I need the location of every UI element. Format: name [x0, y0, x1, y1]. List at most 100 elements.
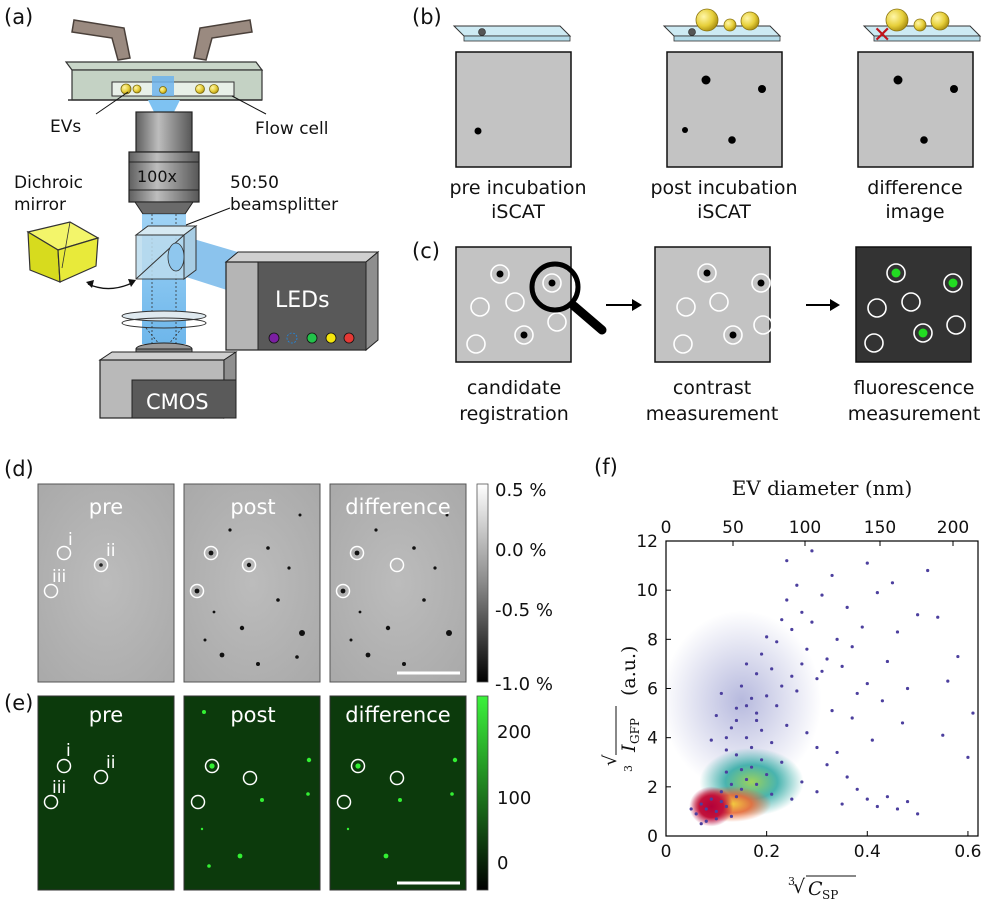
panel-f-label: (f)	[594, 455, 618, 479]
caption-c2-line1: contrast	[673, 377, 751, 399]
scatter-point	[805, 731, 809, 735]
beamsplitter-label-2: beamsplitter	[230, 195, 338, 215]
flow-cell	[64, 61, 264, 101]
led-box	[224, 250, 380, 352]
scatter-point	[790, 674, 794, 678]
top-tick-label: 0	[661, 518, 672, 538]
caption-c3-line1: fluorescence	[854, 377, 975, 399]
svg-text:√: √	[600, 754, 621, 766]
panel-a: (a) EVs Flow cell	[4, 5, 380, 419]
scatter-point	[754, 718, 759, 723]
y-tick-label: 6	[647, 680, 658, 700]
e-roi-iii: iii	[52, 778, 66, 798]
e-tick-2: 0	[497, 853, 508, 874]
scatter-point	[744, 777, 749, 782]
beamsplitter-cube	[134, 225, 198, 280]
arrow-icon	[806, 299, 840, 311]
panel-e-label: (e)	[4, 691, 33, 715]
panel-c: (c)	[412, 239, 980, 425]
scatter-point	[825, 657, 829, 661]
scatter-point	[729, 726, 734, 730]
scatter-point	[765, 635, 769, 639]
scatter-point	[785, 723, 789, 727]
fluorescence-measurement-image	[855, 246, 972, 363]
scatter-point	[749, 765, 754, 769]
e-post-title: post	[230, 703, 275, 727]
slide-difference: ✕	[862, 8, 982, 48]
scatter-point	[825, 763, 829, 767]
scatter-point	[835, 637, 839, 641]
scatter-point	[895, 807, 900, 811]
scatter-point	[916, 613, 920, 617]
scatter-point	[790, 797, 794, 801]
swap-arrow	[87, 281, 135, 290]
beamsplitter-label-1: 50:50	[230, 173, 279, 193]
scatter-point	[785, 559, 789, 563]
scatter-point	[760, 728, 764, 732]
scatter-point	[699, 802, 703, 806]
scatter-point	[865, 561, 869, 565]
scatter-point	[709, 738, 713, 742]
scatter-point	[815, 677, 819, 681]
svg-text:3: 3	[788, 875, 795, 888]
scatter-point	[850, 716, 854, 720]
top-axis-label: EV diameter (nm)	[732, 476, 913, 500]
svg-text:3: 3	[622, 765, 635, 772]
iscat-difference-image	[329, 483, 467, 683]
iscat-pre-image	[37, 483, 175, 683]
post-incubation-image	[666, 51, 783, 168]
scatter-point	[739, 787, 744, 791]
caption-c3-line2: measurement	[848, 403, 981, 425]
scatter-point	[734, 795, 739, 799]
svg-text:(a.u.): (a.u.)	[618, 646, 640, 696]
scatter-point	[810, 620, 814, 624]
dichroic-label-1: Dichroic	[14, 173, 83, 193]
scatter-point	[905, 799, 910, 804]
scatter-point	[885, 659, 890, 664]
density-region-peak	[689, 786, 734, 827]
panel-a-label: (a)	[4, 5, 33, 29]
scatter-point	[770, 740, 774, 745]
iscat-colorbar	[476, 483, 489, 683]
scatter-point	[739, 684, 744, 688]
panel-b-label: (b)	[412, 5, 442, 29]
scatter-point	[770, 667, 774, 671]
scatter-point	[785, 598, 789, 602]
e-roi-ii: ii	[106, 753, 115, 773]
magnifier-icon	[529, 261, 607, 335]
scatter-point	[916, 812, 920, 816]
beamsplitter-pointer	[185, 207, 231, 226]
leds-label: LEDs	[275, 288, 330, 313]
scatter-point	[770, 792, 774, 796]
scatter-point	[865, 797, 869, 801]
svg-text:√: √	[793, 876, 806, 898]
scatter-point	[714, 817, 718, 821]
led-yellow	[325, 332, 337, 344]
d-tick-2: -0.5 %	[495, 600, 553, 621]
scatter-point	[744, 704, 749, 708]
caption-c1-line2: registration	[459, 403, 569, 425]
svg-text:GFP: GFP	[628, 718, 642, 744]
scatter-point	[749, 745, 754, 750]
panel-e: (e) pre i ii iii post	[4, 691, 531, 891]
cmos-label: CMOS	[146, 390, 209, 414]
scatter-point	[820, 669, 824, 673]
scatter-point	[714, 713, 718, 718]
d-pre-title: pre	[89, 495, 123, 519]
scatter-point	[936, 615, 940, 619]
y-tick-label: 4	[647, 729, 658, 749]
scatter-point	[694, 812, 698, 816]
scatter-point	[724, 770, 728, 774]
panel-c-label: (c)	[412, 239, 440, 263]
scatter-point	[800, 610, 804, 614]
scatter-point	[780, 760, 784, 764]
scatter-point	[956, 654, 960, 659]
svg-text:SP: SP	[822, 888, 838, 902]
scatter-point	[855, 787, 859, 791]
led-violet	[268, 332, 280, 344]
scatter-point	[840, 664, 844, 668]
svg-text:I: I	[618, 744, 640, 753]
contrast-measurement-image	[654, 246, 773, 363]
y-tick-label: 8	[647, 630, 658, 650]
